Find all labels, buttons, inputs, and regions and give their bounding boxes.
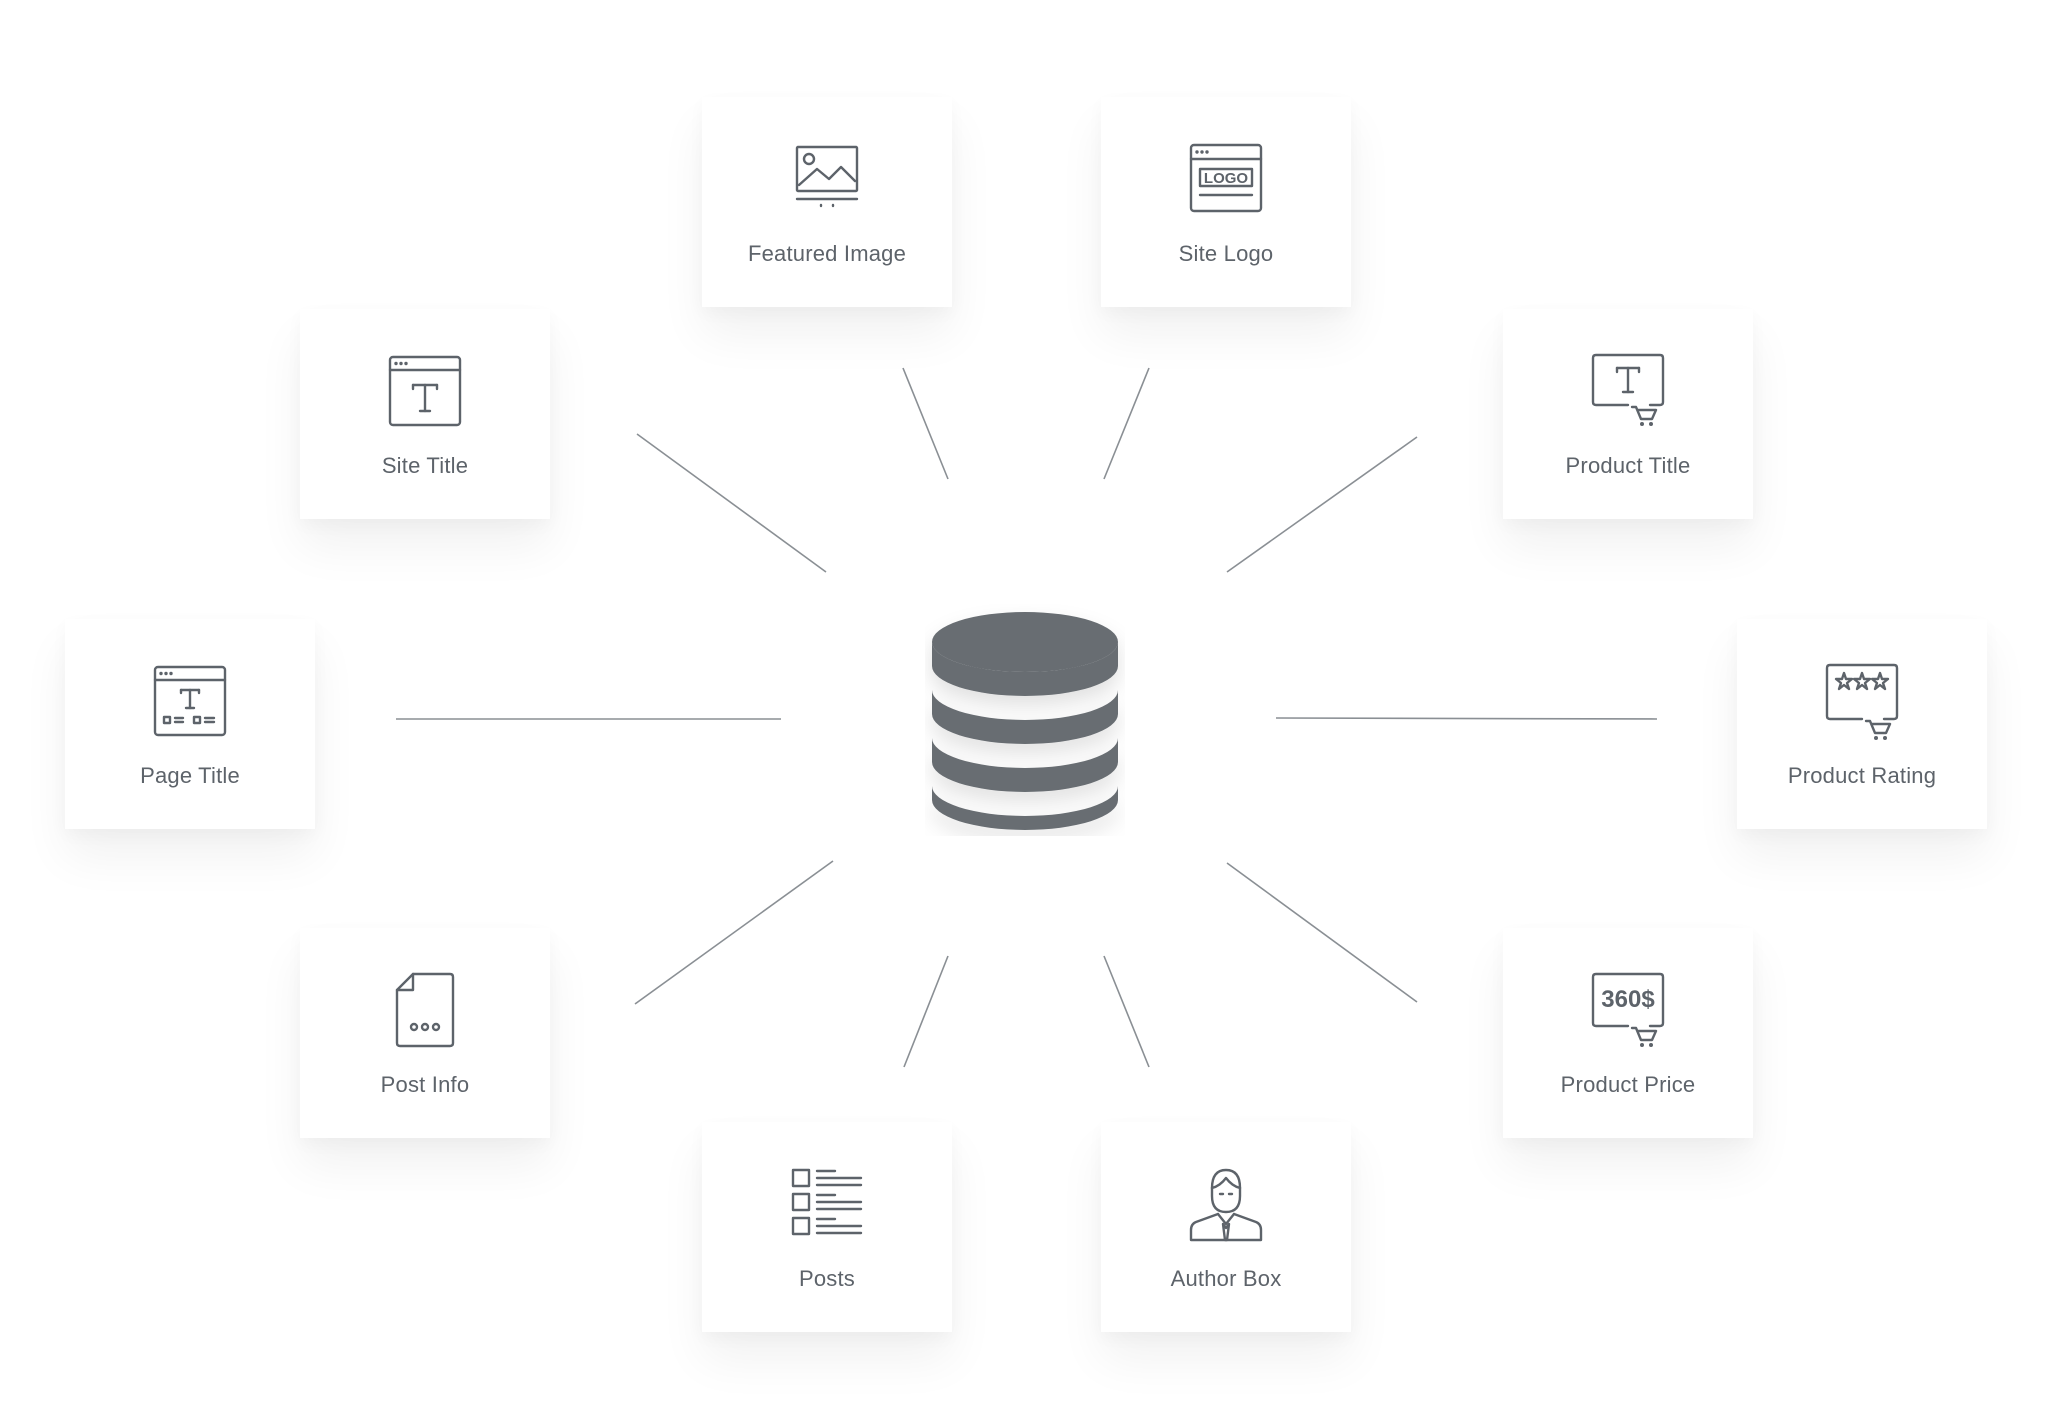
title-browser-icon	[385, 351, 465, 431]
price-cart-icon: 360$	[1588, 970, 1668, 1050]
card-product-rating[interactable]: Product Rating	[1737, 619, 1987, 829]
card-label: Product Title	[1565, 453, 1691, 478]
card-label: Site Logo	[1178, 241, 1274, 266]
card-site-logo[interactable]: LOGO Site Logo	[1101, 97, 1351, 307]
connector-site-logo	[1103, 367, 1150, 480]
card-product-title[interactable]: Product Title	[1503, 309, 1753, 519]
card-label: Featured Image	[747, 241, 907, 266]
card-label: Product Rating	[1787, 763, 1937, 788]
card-label: Posts	[798, 1266, 856, 1291]
connector-author-box	[1103, 955, 1150, 1068]
document-dots-icon	[385, 970, 465, 1050]
card-label: Site Title	[381, 453, 469, 478]
card-label: Post Info	[380, 1072, 470, 1097]
rating-stars-cart-icon	[1822, 661, 1902, 741]
connector-posts	[903, 955, 949, 1068]
connector-product-price	[1226, 862, 1418, 1003]
image-icon	[787, 139, 867, 219]
database-icon	[925, 604, 1125, 836]
connector-site-title	[636, 433, 827, 573]
connector-post-info	[634, 860, 834, 1005]
card-label: Author Box	[1170, 1266, 1282, 1291]
page-title-browser-icon	[150, 661, 230, 741]
logo-text: LOGO	[1204, 170, 1248, 187]
connector-product-title	[1226, 436, 1418, 573]
product-title-cart-icon	[1588, 351, 1668, 431]
logo-browser-icon: LOGO	[1186, 139, 1266, 219]
card-label: Page Title	[140, 763, 240, 788]
author-avatar-icon	[1186, 1164, 1266, 1244]
connector-featured-image	[902, 367, 949, 480]
card-label: Product Price	[1560, 1072, 1696, 1097]
connector-product-rating	[1275, 717, 1658, 720]
card-page-title[interactable]: Page Title	[65, 619, 315, 829]
card-author-box[interactable]: Author Box	[1101, 1122, 1351, 1332]
card-site-title[interactable]: Site Title	[300, 309, 550, 519]
price-text: 360$	[1601, 986, 1655, 1013]
card-posts[interactable]: Posts	[702, 1122, 952, 1332]
card-product-price[interactable]: 360$ Product Price	[1503, 928, 1753, 1138]
card-post-info[interactable]: Post Info	[300, 928, 550, 1138]
post-list-icon	[787, 1164, 867, 1244]
card-featured-image[interactable]: Featured Image	[702, 97, 952, 307]
